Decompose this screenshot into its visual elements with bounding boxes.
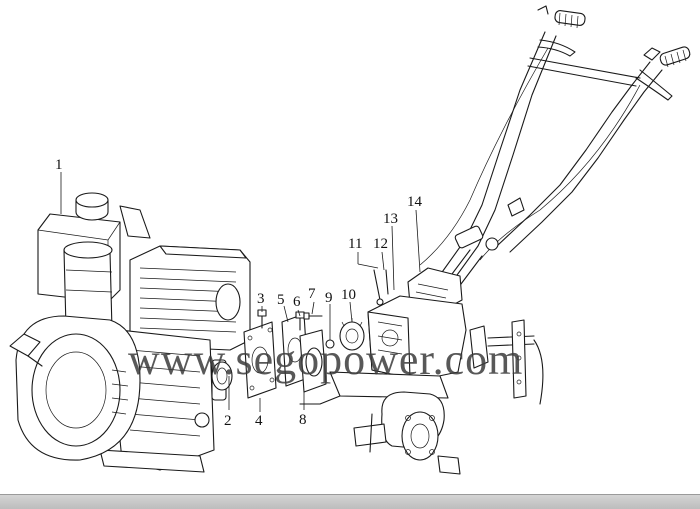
- label-10: 10: [341, 287, 356, 303]
- part-8-coupling: [299, 329, 327, 393]
- label-1: 1: [55, 157, 63, 173]
- label-6: 6: [293, 294, 301, 310]
- handlebar-assembly: [419, 5, 691, 307]
- label-12: 12: [373, 236, 388, 252]
- exploded-parts-diagram: 1 2 3 4 5 6 7 8 9 10 11 12 13 14 www.seg…: [9, 5, 691, 475]
- label-13: 13: [383, 211, 398, 227]
- leader-lines: [60, 172, 421, 412]
- label-3: 3: [257, 291, 265, 307]
- label-4: 4: [255, 413, 263, 429]
- bottom-bar: [0, 494, 700, 509]
- engine-assembly: [9, 192, 251, 473]
- label-8: 8: [299, 412, 307, 428]
- gearbox-assembly: [299, 267, 544, 475]
- part-2-gasket: [211, 361, 233, 391]
- label-2: 2: [224, 413, 232, 429]
- label-14: 14: [407, 194, 423, 210]
- watermark-text: www.segopower.com: [128, 335, 523, 384]
- part-4-flange-plate: [243, 321, 277, 399]
- label-5: 5: [277, 292, 285, 308]
- label-7: 7: [308, 286, 316, 302]
- label-11: 11: [348, 236, 362, 252]
- label-9: 9: [325, 290, 333, 306]
- part-11-12-cable-fittings: [373, 269, 389, 306]
- part-labels: 1 2 3 4 5 6 7 8 9 10 11 12 13 14: [55, 157, 423, 429]
